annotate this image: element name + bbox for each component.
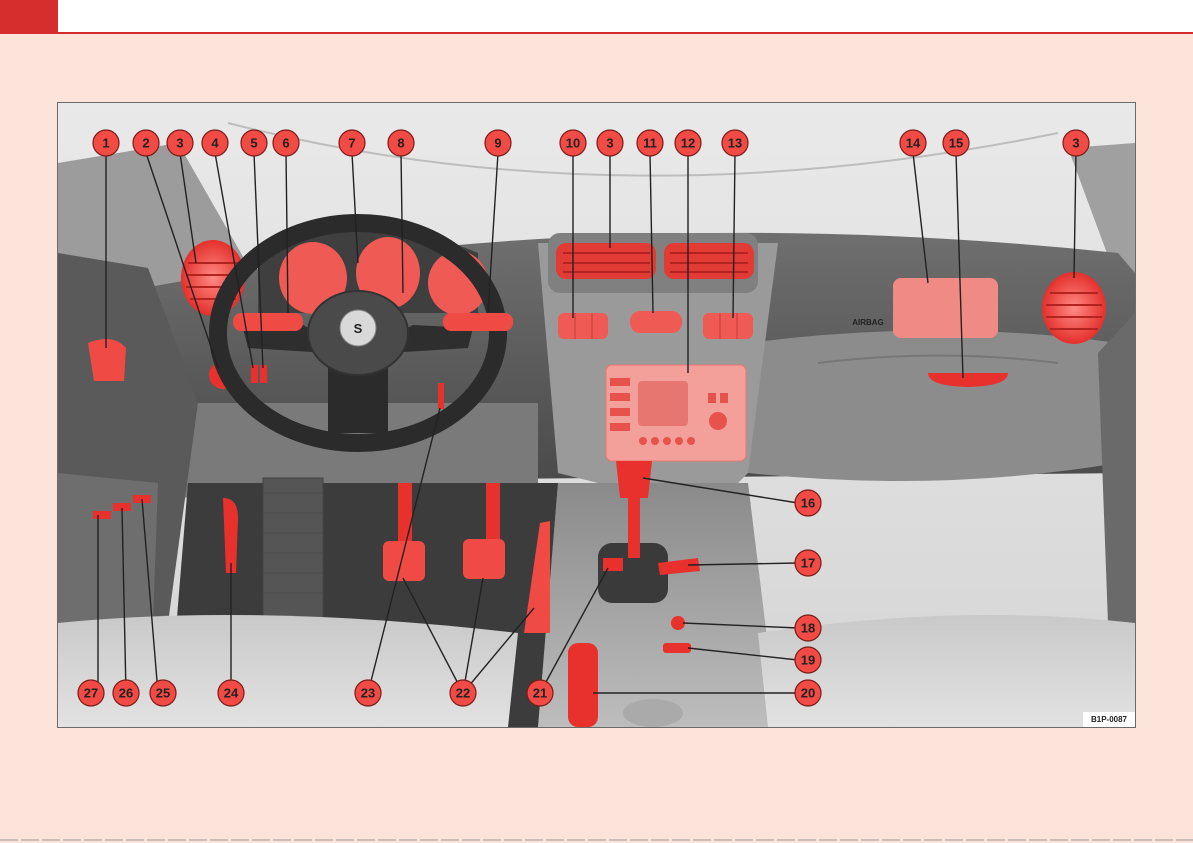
callout-8: 8 bbox=[388, 130, 414, 156]
gear-lever-knob bbox=[616, 461, 652, 498]
callout-number: 21 bbox=[533, 686, 547, 701]
air-vent-center-right bbox=[664, 243, 754, 279]
cupholder bbox=[623, 699, 683, 727]
floor-mat bbox=[263, 478, 323, 618]
callout-number: 12 bbox=[681, 136, 695, 151]
callout-number: 23 bbox=[361, 686, 375, 701]
callout-4: 4 bbox=[202, 130, 228, 156]
callout-number: 9 bbox=[494, 136, 501, 151]
callout-number: 17 bbox=[801, 556, 815, 571]
hazard-switch bbox=[630, 311, 682, 333]
callout-number: 20 bbox=[801, 686, 815, 701]
seat-heater-switch bbox=[671, 616, 685, 630]
callout-22: 22 bbox=[450, 680, 476, 706]
clutch-pedal-arm bbox=[398, 483, 412, 543]
header-red-tab bbox=[0, 0, 58, 34]
callout-7: 7 bbox=[339, 130, 365, 156]
heater-controls-right bbox=[703, 313, 753, 339]
headlight-range-control bbox=[251, 365, 258, 383]
page-header bbox=[0, 0, 1193, 34]
handbrake-lever bbox=[568, 643, 598, 727]
callout-12: 12 bbox=[675, 130, 701, 156]
callout-21: 21 bbox=[527, 680, 553, 706]
callout-number: 26 bbox=[119, 686, 133, 701]
callout-17: 17 bbox=[795, 550, 821, 576]
callout-23: 23 bbox=[355, 680, 381, 706]
callout-number: 2 bbox=[142, 136, 149, 151]
callout-number: 3 bbox=[1072, 136, 1079, 151]
callout-number: 19 bbox=[801, 653, 815, 668]
callout-27: 27 bbox=[78, 680, 104, 706]
callout-number: 27 bbox=[84, 686, 98, 701]
callout-number: 10 bbox=[566, 136, 580, 151]
callout-15: 15 bbox=[943, 130, 969, 156]
callout-20: 20 bbox=[795, 680, 821, 706]
callout-number: 14 bbox=[906, 136, 921, 151]
callout-10: 10 bbox=[560, 130, 586, 156]
callout-5: 5 bbox=[241, 130, 267, 156]
callout-3: 3 bbox=[597, 130, 623, 156]
air-vent-center-left bbox=[556, 243, 656, 279]
brake-pedal bbox=[463, 539, 505, 579]
callout-19: 19 bbox=[795, 647, 821, 673]
callout-3: 3 bbox=[167, 130, 193, 156]
hazard-and-heater-controls-left bbox=[558, 313, 608, 339]
callout-2: 2 bbox=[133, 130, 159, 156]
callout-25: 25 bbox=[150, 680, 176, 706]
callout-11: 11 bbox=[637, 130, 663, 156]
callout-number: 22 bbox=[456, 686, 470, 701]
callout-number: 5 bbox=[250, 136, 257, 151]
door-opener-handle bbox=[88, 339, 126, 381]
brake-pedal-arm bbox=[486, 483, 500, 541]
callout-3: 3 bbox=[1063, 130, 1089, 156]
seat-left bbox=[58, 615, 518, 727]
callout-number: 11 bbox=[643, 136, 657, 151]
callout-26: 26 bbox=[113, 680, 139, 706]
callout-6: 6 bbox=[273, 130, 299, 156]
callout-number: 25 bbox=[156, 686, 170, 701]
callout-number: 1 bbox=[102, 136, 109, 151]
callout-14: 14 bbox=[900, 130, 926, 156]
callout-9: 9 bbox=[485, 130, 511, 156]
callout-number: 7 bbox=[348, 136, 355, 151]
gear-lever-shaft bbox=[628, 488, 640, 558]
callout-number: 8 bbox=[397, 136, 404, 151]
callout-13: 13 bbox=[722, 130, 748, 156]
emblem-letter: S bbox=[354, 321, 363, 336]
passenger-airbag-cover bbox=[893, 278, 998, 338]
callout-number: 24 bbox=[224, 686, 239, 701]
glovebox-panel bbox=[748, 331, 1118, 482]
callout-24: 24 bbox=[218, 680, 244, 706]
radio-display bbox=[638, 381, 688, 426]
callout-number: 15 bbox=[949, 136, 963, 151]
callout-number: 6 bbox=[282, 136, 289, 151]
callout-number: 16 bbox=[801, 496, 815, 511]
power-socket bbox=[603, 558, 623, 571]
callout-number: 3 bbox=[606, 136, 613, 151]
callout-number: 3 bbox=[176, 136, 183, 151]
callout-number: 18 bbox=[801, 621, 815, 636]
figure-code: B1P-0087 bbox=[1091, 715, 1128, 724]
callout-1: 1 bbox=[93, 130, 119, 156]
callout-16: 16 bbox=[795, 490, 821, 516]
bonnet-release bbox=[438, 383, 444, 409]
callout-number: 13 bbox=[728, 136, 742, 151]
callout-18: 18 bbox=[795, 615, 821, 641]
footer-divider bbox=[0, 838, 1193, 843]
clutch-pedal bbox=[383, 541, 425, 581]
tcs-switch bbox=[663, 643, 691, 653]
air-vent-right bbox=[1042, 272, 1106, 344]
airbag-label: AIRBAG bbox=[852, 318, 884, 327]
dashboard-illustration: S AIRBAG bbox=[57, 102, 1136, 728]
callout-number: 4 bbox=[211, 136, 219, 151]
wiper-lever bbox=[443, 313, 513, 331]
